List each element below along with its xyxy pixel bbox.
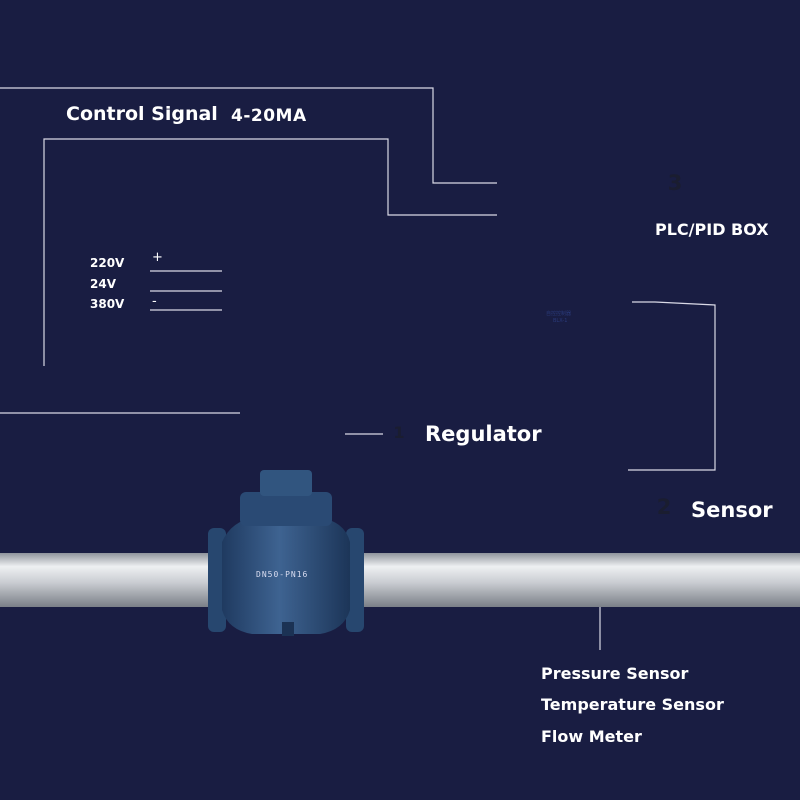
- badge-2-number: 2: [656, 495, 672, 519]
- control-signal-label: Control Signal: [66, 103, 218, 125]
- flange-right: [346, 528, 364, 632]
- voltage-label-220: 220V: [90, 256, 125, 270]
- plc-pid-box-label: PLC/PID BOX: [655, 220, 769, 239]
- voltage-label-380: 380V: [90, 297, 125, 311]
- pipe: [0, 553, 800, 607]
- wire-plc-to-sensor: [628, 301, 716, 471]
- sensor-type-pressure: Pressure Sensor: [541, 664, 689, 683]
- flange-left: [208, 528, 226, 632]
- wire-control-signal: [43, 138, 497, 366]
- voltage-sign-minus: -: [152, 294, 157, 309]
- badge-3-number: 3: [667, 171, 683, 195]
- plc-nameplate-line2: BLX-1: [553, 318, 568, 324]
- sensor-type-temperature: Temperature Sensor: [541, 695, 724, 714]
- plc-nameplate-line1: 自控控制器: [546, 311, 572, 317]
- valve-body: [208, 470, 364, 636]
- sensor-label: Sensor: [691, 498, 773, 522]
- voltage-label-24: 24V: [90, 277, 116, 291]
- badge-1-number: 1: [393, 423, 405, 442]
- regulator-label: Regulator: [425, 422, 542, 446]
- control-signal-value: 4-20MA: [231, 106, 307, 126]
- wire-top-to-plc: [0, 87, 497, 184]
- sensor-type-flow: Flow Meter: [541, 727, 642, 746]
- valve-body-marking: DN50-PN16: [256, 570, 309, 579]
- voltage-sign-plus: +: [152, 250, 163, 265]
